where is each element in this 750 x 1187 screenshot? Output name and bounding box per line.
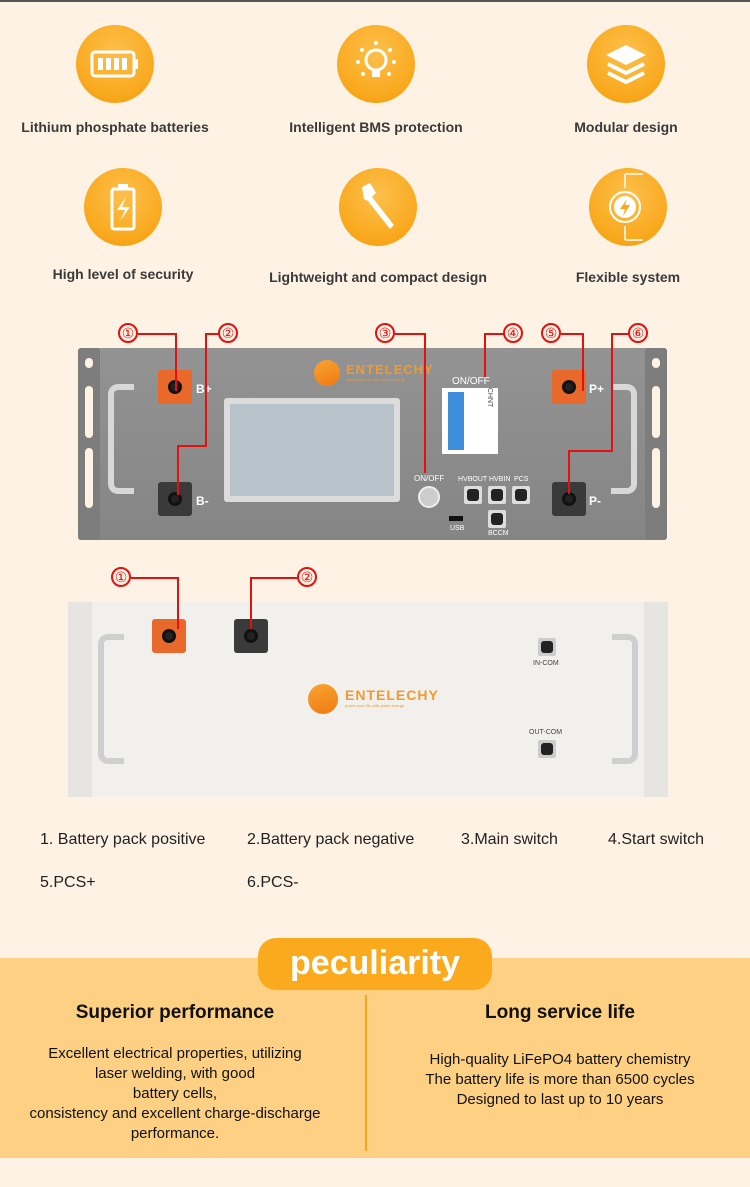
feature-label: Lithium phosphate batteries (21, 119, 209, 135)
pcs-port[interactable] (512, 486, 530, 504)
out-com-port[interactable] (538, 740, 556, 758)
feature-modular: Modular design (501, 25, 750, 135)
lightning-icon (589, 168, 667, 246)
feature-lithium: Lithium phosphate batteries (0, 25, 240, 135)
feature-label: Flexible system (575, 269, 681, 285)
lcd-screen[interactable] (224, 398, 400, 502)
column-line: Excellent electrical properties, utilizi… (48, 1045, 302, 1062)
in-com-port[interactable] (538, 638, 556, 656)
column-line: The battery life is more than 6500 cycle… (425, 1071, 695, 1088)
feature-security: High level of security (0, 168, 248, 282)
brand-name: ENTELECHY (346, 362, 434, 377)
main-breaker[interactable]: CHNT (442, 388, 498, 454)
column-line: battery cells, (132, 1085, 218, 1102)
feature-label: Lightweight and compact design (269, 269, 487, 285)
legend-item: 5.PCS+ (40, 874, 96, 891)
superior-performance: Superior performance Excellent electrica… (0, 1002, 350, 1144)
brand-tagline: power your life with green energy (345, 703, 404, 708)
feature-bms: Intelligent BMS protection (251, 25, 501, 135)
legend-item: 2.Battery pack negative (247, 831, 415, 848)
handle-left (108, 384, 134, 494)
feature-label: Intelligent BMS protection (289, 119, 463, 135)
handle-left (98, 634, 124, 764)
battery-charge-icon (84, 168, 162, 246)
feature-label: High level of security (52, 266, 194, 282)
top-divider (0, 0, 750, 2)
legend-item: 4.Start switch (608, 831, 705, 848)
port-label: HVBIN (489, 476, 511, 483)
port-label: BCCM (488, 530, 509, 537)
section-divider (365, 995, 367, 1151)
port-label: PCS (514, 476, 529, 483)
bccm-port[interactable] (488, 510, 506, 528)
front-panel: B+ B- P+ P- ENTELECHY power your life wi… (78, 348, 667, 540)
callout-5: ⑤ (541, 323, 561, 343)
callout-1: ① (118, 323, 138, 343)
callout-4: ④ (503, 323, 523, 343)
in-com-label: IN-COM (533, 660, 559, 667)
rear-positive-terminal (152, 619, 186, 653)
start-switch-label: ON/OFF (414, 474, 445, 483)
peculiarity-title: peculiarity (258, 938, 492, 990)
peculiarity-section (0, 958, 750, 1158)
column-heading: Long service life (485, 1002, 635, 1023)
usb-label: USB (450, 525, 465, 532)
rack-ear-left (78, 348, 100, 540)
feature-lightweight: Lightweight and compact design (253, 168, 503, 285)
b-plus-label: B+ (196, 382, 212, 396)
brand-logo-icon (308, 684, 338, 714)
p-plus-label: P+ (589, 382, 605, 396)
layers-icon (587, 25, 665, 103)
feature-label: Modular design (574, 119, 678, 135)
p-plus-terminal (552, 370, 586, 404)
rear-callout-2: ② (297, 567, 317, 587)
callout-2: ② (218, 323, 238, 343)
battery-icon (76, 25, 154, 103)
callout-3: ③ (375, 323, 395, 343)
port-label: HVBOUT (458, 476, 488, 483)
callout-6: ⑥ (628, 323, 648, 343)
brand-tagline: power your life with green energy (346, 377, 405, 382)
start-switch-button[interactable] (418, 486, 440, 508)
legend-item: 6.PCS- (247, 874, 299, 891)
hvbout-port[interactable] (464, 486, 482, 504)
rear-callout-1: ① (111, 567, 131, 587)
column-line: laser welding, with good (94, 1065, 256, 1082)
feature-flexible: Flexible system (503, 168, 750, 285)
wrench-icon (339, 168, 417, 246)
brand-logo-icon (314, 360, 340, 386)
lightbulb-icon (337, 25, 415, 103)
b-minus-label: B- (196, 494, 209, 508)
b-minus-terminal (158, 482, 192, 516)
legend-item: 3.Main switch (461, 831, 558, 848)
breaker-label: ON/OFF (452, 376, 490, 387)
rear-panel: ENTELECHY power your life with green ene… (68, 602, 668, 797)
hvbin-port[interactable] (488, 486, 506, 504)
column-line: consistency and excellent charge-dischar… (29, 1105, 321, 1122)
column-line: performance. (130, 1125, 220, 1142)
brand-name: ENTELECHY (345, 687, 439, 703)
p-minus-label: P- (589, 494, 601, 508)
legend-item: 1. Battery pack positive (40, 831, 206, 848)
column-heading: Superior performance (75, 1002, 275, 1023)
column-line: High-quality LiFePO4 battery chemistry (429, 1051, 691, 1068)
handle-right (612, 634, 638, 764)
handle-right (611, 384, 637, 494)
out-com-label: OUT-COM (529, 729, 563, 736)
column-line: Designed to last up to 10 years (456, 1091, 664, 1108)
rack-ear-right (645, 348, 667, 540)
long-service-life: Long service life High-quality LiFePO4 b… (370, 1002, 750, 1110)
usb-port[interactable] (449, 516, 463, 521)
